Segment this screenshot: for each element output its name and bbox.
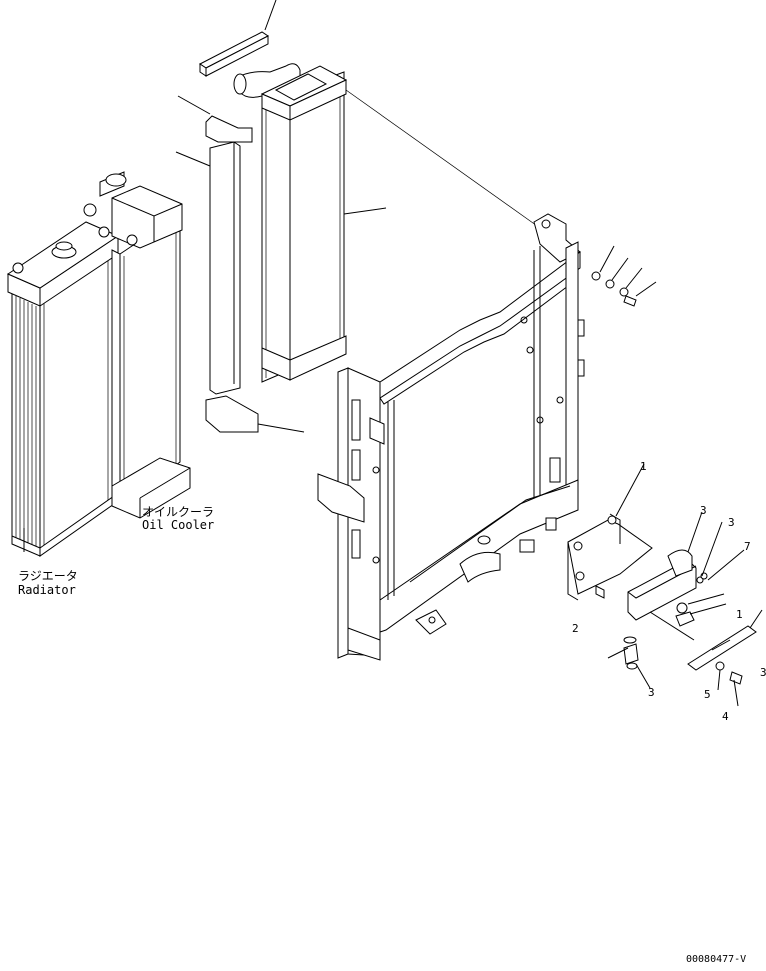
bolts-top bbox=[591, 245, 657, 307]
seal-parts bbox=[175, 0, 305, 433]
callout-3c: 3 bbox=[648, 686, 655, 699]
callout-3b: 3 bbox=[728, 516, 735, 529]
oil-cooler-label-jp: オイルクーラ bbox=[142, 505, 214, 519]
main-frame bbox=[317, 213, 585, 661]
radiator-label-jp: ラジエータ bbox=[18, 569, 78, 583]
callout-3a: 3 bbox=[700, 504, 707, 517]
callout-numbers: 1 3 3 7 1 2 3 3 5 4 bbox=[572, 460, 766, 723]
callout-2: 2 bbox=[572, 622, 579, 635]
oil-cooler-assembly bbox=[83, 171, 191, 519]
callout-5: 5 bbox=[704, 688, 711, 701]
radiator-label-en: Radiator bbox=[18, 583, 76, 597]
radiator-assembly bbox=[6, 221, 120, 557]
drawing-code: 00080477-V bbox=[686, 954, 746, 965]
callout-1a: 1 bbox=[640, 460, 647, 473]
lower-brackets bbox=[567, 463, 763, 707]
callout-3d: 3 bbox=[760, 666, 766, 679]
callout-4: 4 bbox=[722, 710, 729, 723]
callout-1b: 1 bbox=[736, 608, 743, 621]
oil-cooler-label-en: Oil Cooler bbox=[142, 518, 214, 532]
callout-7: 7 bbox=[744, 540, 751, 553]
condenser-core bbox=[260, 65, 541, 383]
